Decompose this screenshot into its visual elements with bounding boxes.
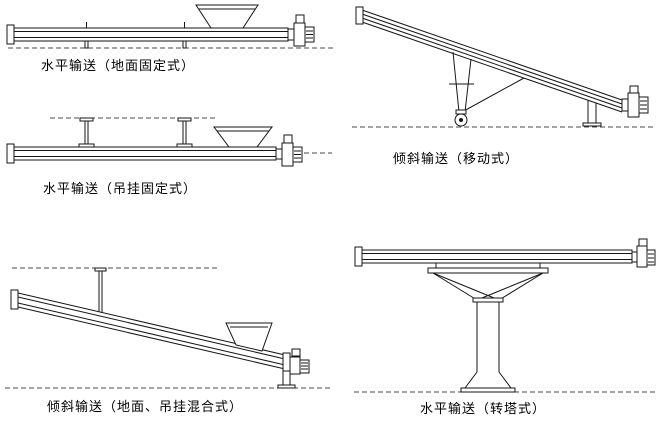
ground-support	[277, 370, 296, 389]
conveyor-tube	[6, 143, 277, 164]
figure-caption: 水平输送（转塔式）	[419, 402, 546, 417]
wheel-hub	[459, 118, 463, 122]
drive-unit	[287, 14, 315, 47]
feed-hopper	[213, 126, 273, 148]
drawing-inclined-mobile	[352, 6, 655, 128]
figure-caption: 水平输送（地面固定式）	[40, 59, 195, 74]
drive-unit	[621, 85, 649, 118]
conveyor-tube	[6, 22, 289, 45]
conveyor-tube	[10, 289, 286, 370]
feed-hopper	[195, 4, 259, 29]
hanger-rod	[94, 267, 107, 313]
column-flange	[472, 297, 504, 303]
figure-inclined-mobile: 倾斜输送（移动式）	[350, 0, 658, 180]
conveyor-tube	[355, 6, 623, 113]
figure-caption: 倾斜输送（地面、吊挂混合式）	[46, 400, 243, 415]
wheeled-support-frame	[449, 51, 525, 127]
figure-horizontal-turret: 水平输送（转塔式）	[350, 234, 658, 430]
drawing-horizontal-turret	[354, 238, 656, 393]
figure-caption: 倾斜输送（移动式）	[392, 152, 519, 167]
drawing-horizontal-hanging-fixed	[6, 117, 332, 167]
drive-unit	[275, 134, 303, 167]
figure-horizontal-ground-fixed: 水平输送（地面固定式）	[0, 0, 340, 110]
figure-horizontal-hanging-fixed: 水平输送（吊挂固定式）	[0, 112, 340, 212]
hanger-rods	[78, 117, 193, 148]
support-legs	[84, 40, 187, 49]
figure-inclined-mixed: 倾斜输送（地面、吊挂混合式）	[0, 258, 340, 430]
drawing-inclined-mixed	[5, 267, 332, 389]
feed-hopper	[225, 322, 273, 352]
drive-unit	[282, 348, 310, 375]
turret-pedestal	[427, 263, 549, 393]
drawing-horizontal-ground-fixed	[6, 4, 334, 49]
conveyor-tube	[354, 246, 633, 267]
rear-support	[582, 100, 602, 127]
base-plate	[460, 387, 516, 393]
drive-unit	[631, 238, 656, 268]
figure-caption: 水平输送（吊挂固定式）	[42, 182, 197, 197]
